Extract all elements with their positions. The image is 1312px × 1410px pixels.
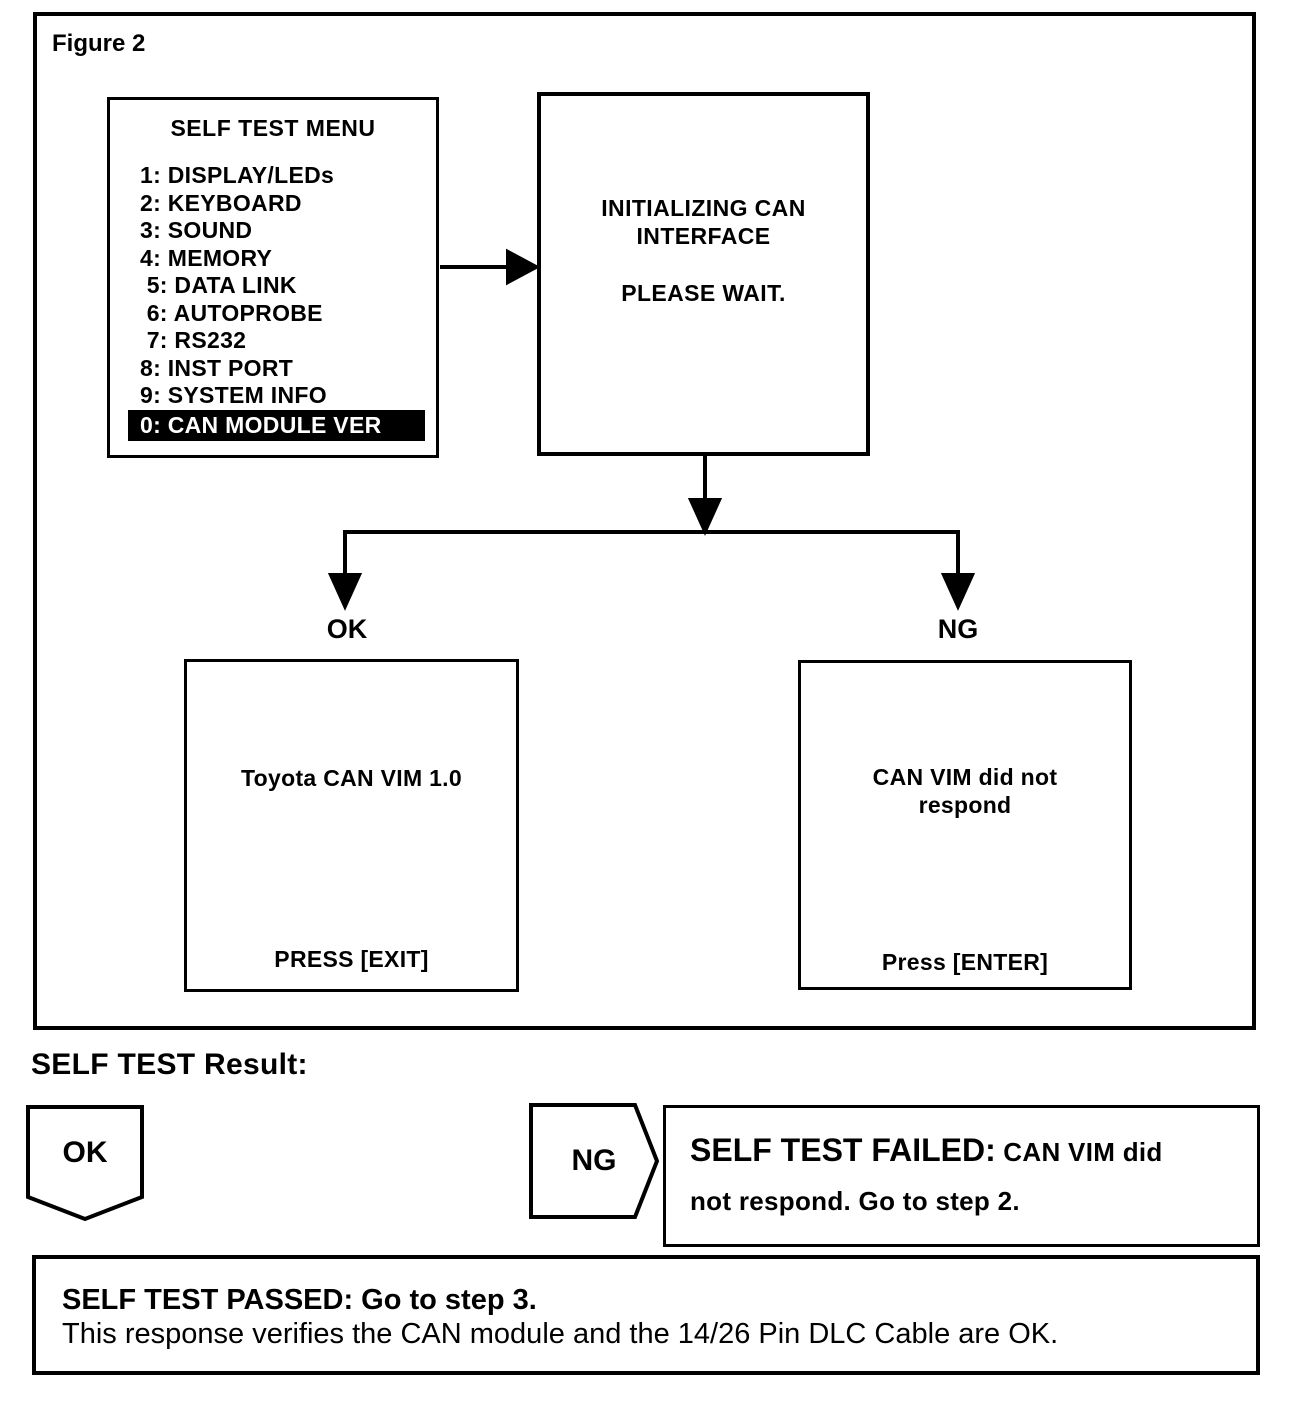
self-test-passed-box: SELF TEST PASSED: Go to step 3. This res… [32, 1255, 1260, 1375]
menu-item-7: 7: RS232 [140, 327, 247, 353]
ng-screen-message: CAN VIM did not respond [801, 763, 1129, 819]
menu-item-5: 5: DATA LINK [140, 272, 297, 298]
figure-label: Figure 2 [52, 30, 146, 57]
failed-line1-rest: CAN VIM did [995, 1137, 1163, 1167]
branch-label-ng: NG [937, 614, 979, 644]
ng-message-line2: respond [918, 792, 1012, 818]
self-test-failed-box: SELF TEST FAILED: CAN VIM did not respon… [663, 1105, 1260, 1247]
menu-title: SELF TEST MENU [170, 115, 376, 141]
menu-item-list: 1: DISPLAY/LEDs 2: KEYBOARD 3: SOUND 4: … [110, 162, 436, 441]
initializing-line2: INTERFACE [636, 223, 771, 249]
menu-item-2: 2: KEYBOARD [140, 189, 302, 216]
ng-result-screen: CAN VIM did not respond Press [ENTER] [798, 660, 1132, 990]
passed-line1: SELF TEST PASSED: Go to step 3. [62, 1284, 537, 1316]
ng-result-badge-label: NG [571, 1144, 617, 1177]
ok-screen-message: Toyota CAN VIM 1.0 [241, 765, 462, 791]
initializing-message: INITIALIZING CAN INTERFACE [541, 194, 866, 250]
menu-item-1: 1: DISPLAY/LEDs [140, 162, 335, 188]
passed-line2: This response verifies the CAN module an… [62, 1318, 1059, 1350]
self-test-failed-text: SELF TEST FAILED: CAN VIM did not respon… [690, 1128, 1241, 1228]
self-test-menu-screen: SELF TEST MENU 1: DISPLAY/LEDs 2: KEYBOA… [107, 97, 439, 458]
ng-screen-action: Press [ENTER] [881, 949, 1049, 975]
menu-item-3: 3: SOUND [140, 217, 253, 243]
initializing-screen: INITIALIZING CAN INTERFACE PLEASE WAIT. [537, 92, 870, 456]
please-wait-message: PLEASE WAIT. [621, 280, 786, 306]
failed-line2: not respond. Go to step 2. [690, 1186, 1020, 1216]
failed-prefix: SELF TEST FAILED: [690, 1132, 996, 1168]
result-heading: SELF TEST Result: [31, 1048, 308, 1081]
branch-label-ok: OK [326, 614, 368, 644]
ng-message-line1: CAN VIM did not [872, 764, 1058, 790]
ok-result-screen: Toyota CAN VIM 1.0 PRESS [EXIT] [184, 659, 519, 992]
menu-item-0-highlighted: 0: CAN MODULE VER [128, 409, 425, 441]
menu-item-9: 9: SYSTEM INFO [140, 382, 327, 408]
ok-screen-action: PRESS [EXIT] [274, 946, 429, 972]
menu-item-4: 4: MEMORY [140, 244, 273, 271]
menu-item-8: 8: INST PORT [140, 354, 294, 381]
ok-result-badge-label: OK [62, 1136, 108, 1169]
initializing-line1: INITIALIZING CAN [601, 195, 806, 221]
figure-frame [33, 12, 1256, 1030]
menu-item-6: 6: AUTOPROBE [140, 299, 323, 326]
